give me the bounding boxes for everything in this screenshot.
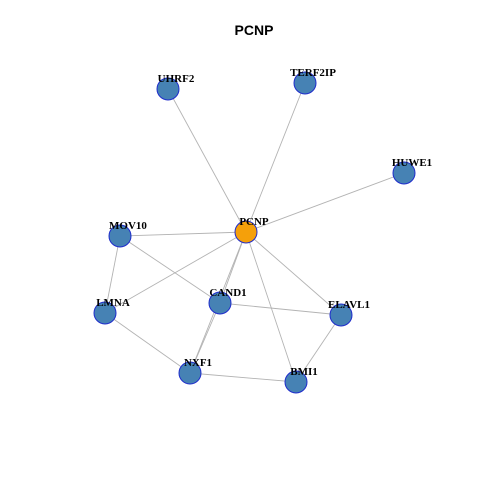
node-uhrf2: UHRF2 <box>156 73 195 101</box>
node-huwe1: HUWE1 <box>392 157 432 185</box>
edge-cand1-elavl1 <box>219 302 342 316</box>
edge-nxf1-bmi1 <box>189 372 297 383</box>
diagram-title: PCNP <box>235 22 274 38</box>
node-label-elavl1: ELAVL1 <box>328 299 370 311</box>
node-pcnp: PCNP <box>234 216 269 244</box>
node-circle-huwe1 <box>392 161 416 185</box>
node-nxf1: NXF1 <box>178 357 212 385</box>
node-label-uhrf2: UHRF2 <box>158 73 195 85</box>
node-label-nxf1: NXF1 <box>184 357 212 369</box>
node-label-terf2ip: TERF2IP <box>290 67 336 79</box>
node-label-lmna: LMNA <box>96 297 130 309</box>
node-circle-terf2ip <box>293 71 317 95</box>
node-circle-nxf1 <box>178 361 202 385</box>
node-mov10: MOV10 <box>108 220 147 248</box>
node-elavl1: ELAVL1 <box>328 299 370 327</box>
node-label-pcnp: PCNP <box>239 216 269 228</box>
node-circle-bmi1 <box>284 370 308 394</box>
node-circle-uhrf2 <box>156 77 180 101</box>
edge-pcnp-huwe1 <box>245 172 405 233</box>
node-label-bmi1: BMI1 <box>290 366 318 378</box>
edge-cand1-nxf1 <box>189 302 221 374</box>
edge-mov10-cand1 <box>119 235 221 304</box>
edge-elavl1-bmi1 <box>295 314 342 383</box>
node-lmna: LMNA <box>93 297 130 325</box>
edge-pcnp-bmi1 <box>245 231 297 383</box>
node-cand1: CAND1 <box>208 287 247 315</box>
edge-pcnp-elavl1 <box>245 231 342 316</box>
edge-layer <box>104 82 405 383</box>
edge-pcnp-uhrf2 <box>167 88 247 233</box>
node-label-huwe1: HUWE1 <box>392 157 432 169</box>
node-circle-pcnp <box>234 220 258 244</box>
node-circle-elavl1 <box>329 303 353 327</box>
edge-lmna-nxf1 <box>104 312 191 374</box>
node-terf2ip: TERF2IP <box>290 67 336 95</box>
node-circle-lmna <box>93 301 117 325</box>
node-circle-mov10 <box>108 224 132 248</box>
node-label-cand1: CAND1 <box>209 287 246 299</box>
node-label-mov10: MOV10 <box>109 220 147 232</box>
edge-pcnp-mov10 <box>119 231 247 237</box>
node-bmi1: BMI1 <box>284 366 318 394</box>
edge-pcnp-lmna <box>104 231 247 314</box>
node-circle-cand1 <box>208 291 232 315</box>
edge-mov10-lmna <box>104 235 121 314</box>
edge-pcnp-terf2ip <box>245 82 306 233</box>
